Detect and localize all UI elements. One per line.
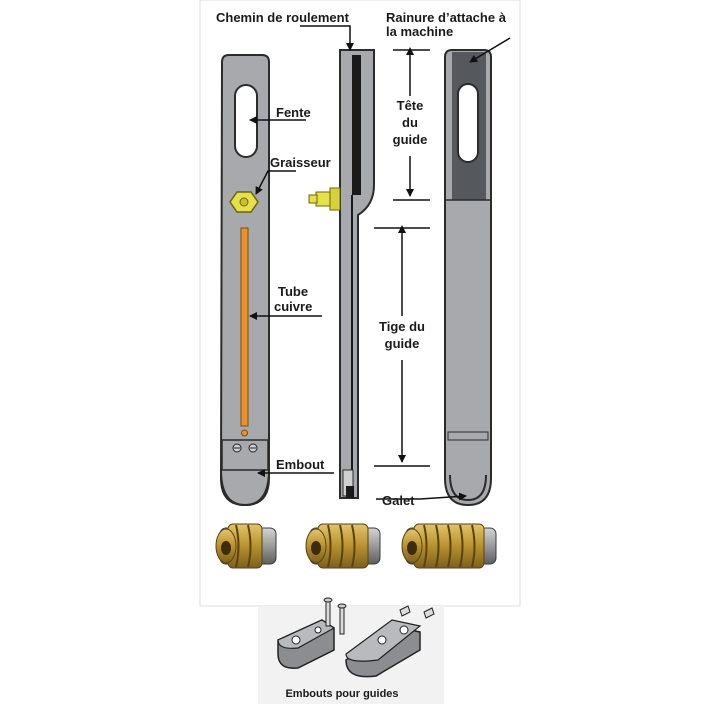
middle-guide xyxy=(308,49,375,499)
label-tube-1: Tube xyxy=(278,284,308,299)
end-cap-screw-icon xyxy=(339,605,345,635)
copper-tube xyxy=(240,227,249,427)
right-guide xyxy=(444,49,492,507)
label-tete-2: du xyxy=(402,115,418,130)
label-tete-3: guide xyxy=(393,132,428,147)
left-guide xyxy=(219,54,270,507)
left-guide-roller xyxy=(220,469,270,507)
label-tige-2: guide xyxy=(385,336,420,351)
dimension-tete xyxy=(393,47,430,201)
right-guide-slot xyxy=(457,83,479,163)
label-tete-1: Tête xyxy=(397,98,424,113)
label-embout: Embout xyxy=(276,457,325,472)
label-fente: Fente xyxy=(276,105,311,120)
roller-bearing-medium xyxy=(305,523,381,569)
galet-arrow xyxy=(376,492,467,501)
roller-bearing-short xyxy=(215,523,277,569)
label-chemin: Chemin de roulement xyxy=(216,10,350,25)
dimension-tige xyxy=(374,225,430,467)
label-rainure-2: la machine xyxy=(386,24,453,39)
rainure-arrow xyxy=(469,37,511,63)
caption-embouts: Embouts pour guides xyxy=(285,688,398,700)
end-cap-left xyxy=(277,597,347,669)
end-cap-right xyxy=(345,605,435,678)
left-guide-embout-block xyxy=(221,439,269,471)
label-tige-1: Tige du xyxy=(379,319,425,334)
grease-nipple-side-icon xyxy=(308,187,341,211)
label-tube-2: cuivre xyxy=(274,299,312,314)
chemin-arrow xyxy=(300,25,354,51)
end-cap-screw-icon xyxy=(325,599,331,627)
label-graisseur: Graisseur xyxy=(270,155,331,170)
graisseur-arrow xyxy=(255,170,296,195)
roller-bearing-long xyxy=(401,523,497,569)
raceway xyxy=(352,55,361,195)
end-cap-screw-icon xyxy=(399,605,411,617)
left-guide-slot xyxy=(234,84,258,158)
end-cap-screw-icon xyxy=(423,607,435,619)
middle-guide-body xyxy=(339,49,375,499)
label-rainure-1: Rainure d’attache à xyxy=(386,10,507,25)
label-galet: Galet xyxy=(382,493,415,508)
